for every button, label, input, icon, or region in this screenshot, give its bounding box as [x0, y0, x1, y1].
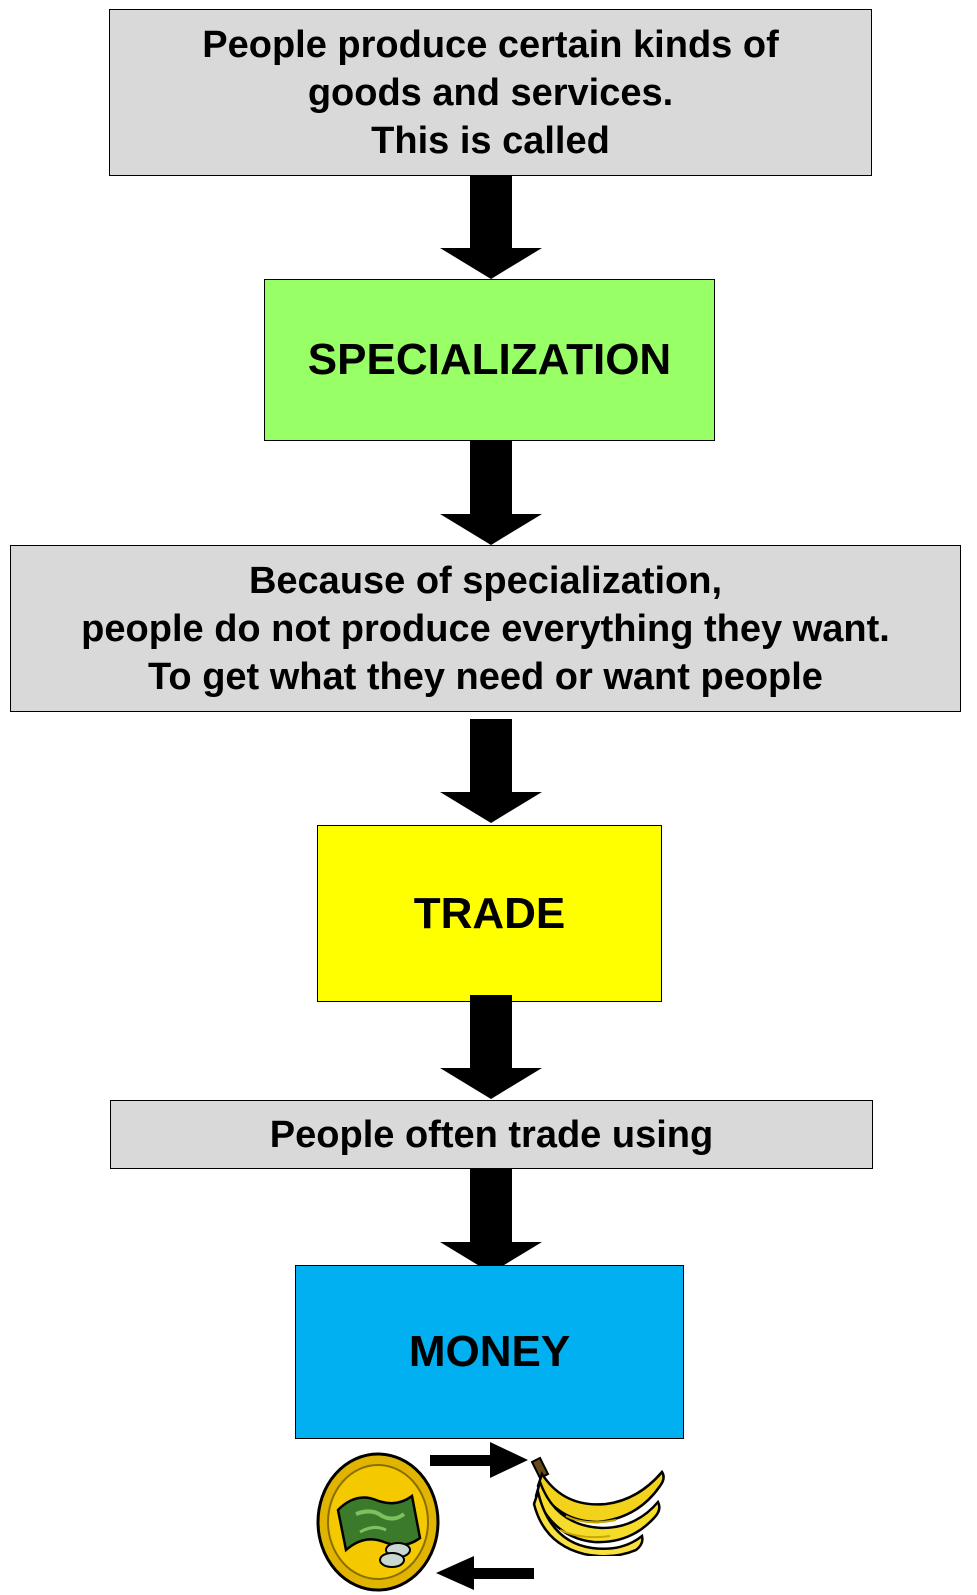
down-arrow-4: [440, 995, 542, 1099]
down-arrow-3: [440, 719, 542, 823]
down-arrow-1: [440, 176, 542, 279]
money-coin-icon: [316, 1452, 440, 1592]
box-money-label: MONEY: [408, 1327, 571, 1376]
box-specialization-label: SPECIALIZATION: [307, 335, 672, 384]
box-specialization: SPECIALIZATION: [264, 279, 715, 441]
box-because-line-3: To get what they need or want people: [148, 655, 823, 698]
down-arrow-2: [440, 441, 542, 545]
box-because-line-2: people do not produce everything they wa…: [81, 607, 890, 650]
box-trade-using-label: People often trade using: [269, 1113, 714, 1156]
box-production-line-3: This is called: [371, 119, 610, 162]
box-because-line-1: Because of specialization,: [248, 559, 723, 602]
box-money: MONEY: [295, 1265, 684, 1439]
box-trade-using: People often trade using: [110, 1100, 873, 1169]
box-trade: TRADE: [317, 825, 662, 1002]
down-arrow-5: [440, 1169, 542, 1273]
box-trade-label: TRADE: [413, 888, 566, 938]
exchange-arrows-icon: [430, 1442, 534, 1590]
box-production-line-1: People produce certain kinds of: [202, 23, 779, 66]
box-because: Because of specialization, people do not…: [10, 545, 961, 712]
bananas-icon: [530, 1456, 665, 1556]
box-production-line-2: goods and services.: [307, 71, 674, 114]
box-production: People produce certain kinds of goods an…: [109, 9, 872, 176]
